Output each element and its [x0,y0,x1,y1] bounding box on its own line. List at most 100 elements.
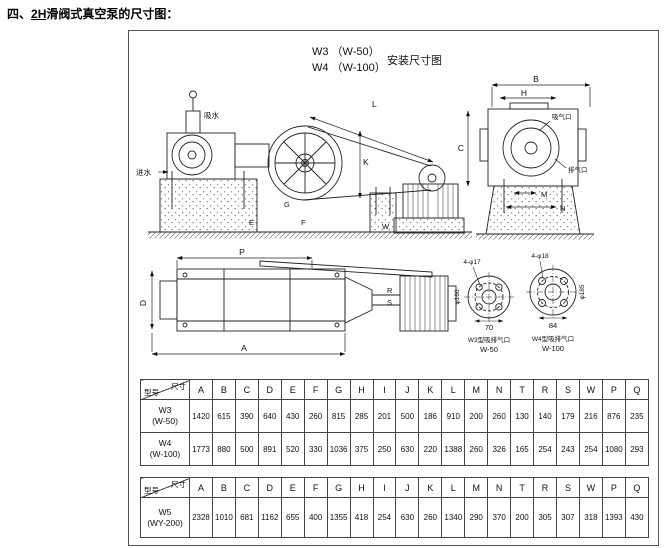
dimension-value-cell: 165 [510,432,535,466]
dimension-value-cell: 260 [487,399,512,433]
column-header-cell: S [556,477,580,498]
column-header-cell: L [441,477,466,498]
dimension-value-cell: 400 [303,497,328,538]
dimension-value-cell: 200 [464,399,489,433]
dimension-value-cell: 500 [395,399,420,433]
column-header-cell: C [234,477,259,498]
dimension-value-cell: 318 [578,497,603,538]
dimension-value-cell: 1773 [189,432,213,466]
dim-F-label: F [301,218,306,227]
column-header-cell: I [372,477,397,498]
dim-H-label: H [521,88,527,98]
dimension-value-cell: 655 [280,497,305,538]
dim-G-label: G [284,200,290,209]
dimension-value-cell: 254 [372,497,397,538]
column-header-cell: M [464,379,489,400]
diagram-caption: 安装尺寸图 [387,55,442,67]
dimension-value-cell: 418 [349,497,374,538]
flange-w4-circle-label: φ185 [579,284,586,299]
dimension-value-cell: 876 [601,399,626,433]
dim-K-label: K [363,157,369,167]
flange-view-w4 [526,260,580,320]
flange-w3-circle-label: φ160 [454,289,461,304]
row-model-label: W5(WY-200) [140,497,190,538]
dimension-value-cell: 1388 [441,432,466,466]
column-header-cell: N [487,477,512,498]
dim-B-label: B [533,74,539,84]
dim-D-label: D [138,300,148,306]
dimension-value-cell: 815 [326,399,351,433]
column-header-cell: J [395,379,420,400]
row-model-label: W4(W-100) [140,432,190,466]
dimension-value-cell: 630 [395,497,420,538]
model-variant: (W-100) [149,449,181,459]
dim-S-label: S [387,298,392,307]
corner-size-label: 尺寸 [171,382,186,391]
column-header-cell: L [441,379,466,400]
dimension-value-cell: 254 [533,432,557,466]
dimension-value-cell: 250 [372,432,397,466]
dimension-value-cell: 430 [280,399,305,433]
column-header-cell: F [303,477,328,498]
dimension-value-cell: 520 [280,432,305,466]
dim-R-label: R [387,286,393,295]
dimension-value-cell: 1420 [189,399,213,433]
dimension-value-cell: 293 [624,432,650,466]
column-header-cell: K [418,477,443,498]
dimension-value-cell: 1340 [441,497,466,538]
dimension-value-cell: 179 [556,399,580,433]
column-header-cell: E [280,379,305,400]
flange-w3-pitch-label: 70 [485,323,493,332]
figure-frame: W3 （W-50） W4 （W-100） 安装尺寸图 [128,30,659,546]
corner-model-label: 型号 [144,486,159,495]
dimension-value-cell: 330 [303,432,328,466]
model-line-w3: W3 （W-50） [312,46,380,58]
model-name: W5 [158,506,172,517]
flange-w3-name-label: W3型吸排气口 [468,335,510,344]
dimension-value-cell: 1080 [601,432,626,466]
column-header-cell: F [303,379,328,400]
suction-port-label: 吸气口 [552,112,572,121]
model-name: W4 [158,438,172,449]
side-view-pump-assembly [148,90,472,239]
installation-drawing: L K G E F W 进水 吸水 B H C M N 吸气口 排气口 P A … [136,74,594,356]
plan-view-pump [159,260,457,332]
column-header-cell: E [280,477,305,498]
dimension-value-cell: 1355 [326,497,351,538]
dim-L-label: L [372,99,377,109]
column-header-cell: G [326,477,351,498]
dimension-value-cell: 130 [510,399,535,433]
water-inlet-label: 进水 [136,167,151,177]
dimension-value-cell: 2328 [189,497,213,538]
column-header-cell: W [578,477,603,498]
column-header-cell: R [533,379,557,400]
dimension-value-cell: 140 [533,399,557,433]
model-line-w4: W4 （W-100） [312,62,386,74]
dimension-value-cell: 220 [418,432,443,466]
dimension-value-cell: 1393 [601,497,626,538]
dim-C-label: C [458,143,464,153]
column-header-cell: Q [624,477,650,498]
exhaust-port-label: 排气口 [568,165,588,174]
column-header-cell: T [510,477,535,498]
dimension-value-cell: 910 [441,399,466,433]
row-model-label: W3(W-50) [140,399,190,433]
column-header-cell: H [349,477,374,498]
table-corner-cell: 尺寸型号 [140,379,190,400]
corner-model-label: 型号 [144,388,159,397]
flange-w4-name-label: W4型吸排气口 [532,334,574,343]
column-header-cell: D [257,477,282,498]
table-corner-cell: 尺寸型号 [140,477,190,498]
flange-w4-model-label: W-100 [542,344,564,353]
column-header-cell: I [372,379,397,400]
dim-E-label: E [249,218,254,227]
dimension-value-cell: 243 [556,432,580,466]
dim-N-label: N [560,204,565,213]
column-header-cell: M [464,477,489,498]
dimension-value-cell: 260 [464,432,489,466]
column-header-cell: K [418,379,443,400]
page-title-prefix: 四、 [7,7,32,21]
